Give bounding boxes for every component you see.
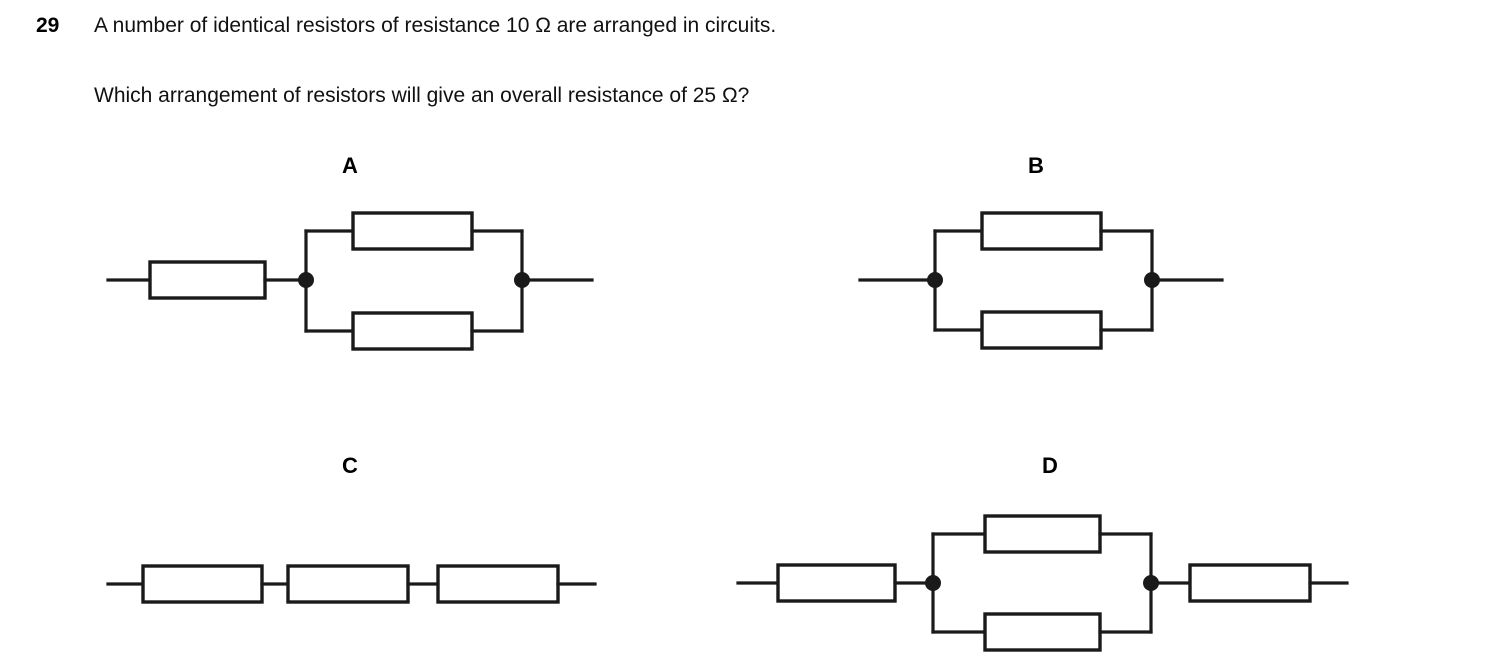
resistor-parallel-bottom [980, 310, 1103, 350]
option-b[interactable]: B [850, 150, 1290, 370]
question-line-2: Which arrangement of resistors will give… [94, 84, 750, 107]
resistor-series-1 [148, 260, 267, 300]
junction-dot-left [298, 272, 314, 288]
resistor-series-1 [141, 564, 264, 604]
junction-dot-right [1144, 272, 1160, 288]
junction-dot-left [925, 575, 941, 591]
junction-dot-left [927, 272, 943, 288]
resistor-series-left [776, 563, 897, 603]
option-d[interactable]: D [730, 450, 1370, 664]
resistor-parallel-top [983, 514, 1102, 554]
option-d-circuit-diagram [736, 514, 1349, 652]
option-d-label: D [1042, 453, 1058, 478]
option-a[interactable]: A [100, 150, 660, 370]
question-number: 29 [36, 14, 60, 37]
option-a-label: A [342, 153, 358, 178]
option-b-circuit-diagram [858, 211, 1224, 350]
option-c[interactable]: C [100, 450, 660, 650]
resistor-parallel-bottom [351, 311, 474, 351]
resistor-parallel-top [351, 211, 474, 251]
resistor-series-right [1188, 563, 1312, 603]
junction-dot-right [514, 272, 530, 288]
resistor-series-3 [436, 564, 560, 604]
question-line-2-row: Which arrangement of resistors will give… [36, 82, 749, 110]
option-c-circuit-diagram [106, 564, 597, 604]
option-a-circuit-diagram [106, 211, 594, 351]
resistor-parallel-top [980, 211, 1103, 251]
option-c-label: C [342, 453, 358, 478]
option-b-label: B [1028, 153, 1044, 178]
resistor-series-2 [286, 564, 410, 604]
question-line-1: A number of identical resistors of resis… [94, 14, 777, 37]
question-line-1-row: 29 A number of identical resistors of re… [36, 12, 776, 40]
resistor-parallel-bottom [983, 612, 1102, 652]
junction-dot-right [1143, 575, 1159, 591]
